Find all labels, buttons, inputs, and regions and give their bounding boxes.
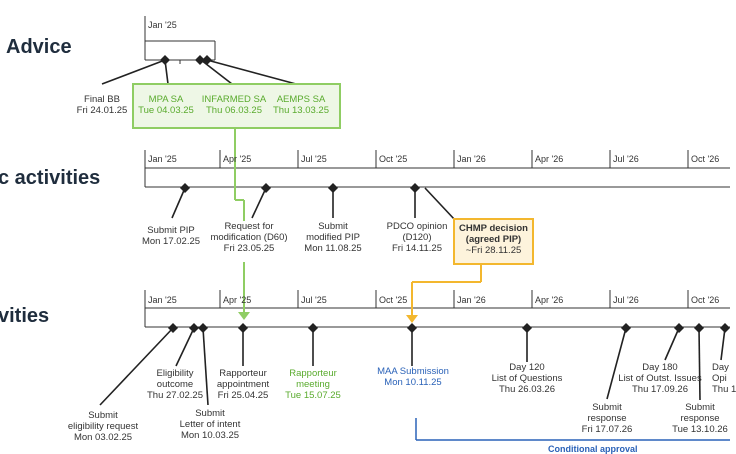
- mid-tick-7: Oct '26: [691, 154, 720, 164]
- bot-tick-7: Oct '26: [691, 295, 720, 305]
- advice-markers: [160, 55, 212, 65]
- mid-tick-3: Oct '25: [379, 154, 408, 164]
- label-chmp-decision: CHMP decision (agreed PIP) ~Fri 28.11.25: [459, 223, 528, 256]
- mid-timeline-axis: [144, 150, 730, 188]
- top-tick-jan-25: Jan '25: [148, 20, 177, 30]
- label-pdco-opinion: PDCO opinion(D120)Fri 14.11.25: [386, 221, 448, 254]
- chmp-decision-box: [453, 218, 534, 265]
- mid-tick-4: Jan '26: [457, 154, 486, 164]
- clinical-markers: [168, 323, 730, 333]
- mid-tick-2: Jul '25: [301, 154, 327, 164]
- bot-tick-3: Oct '25: [379, 295, 408, 305]
- bot-tick-4: Jan '26: [457, 295, 486, 305]
- section-advice: Advice: [6, 36, 72, 58]
- mid-tick-5: Apr '26: [535, 154, 564, 164]
- bot-tick-2: Jul '25: [301, 295, 327, 305]
- bot-tick-1: Apr '25: [223, 295, 252, 305]
- regulatory-markers: [180, 183, 420, 193]
- yellow-connector: [411, 265, 482, 315]
- mid-tick-6: Jul '26: [613, 154, 639, 164]
- bot-tick-6: Jul '26: [613, 295, 639, 305]
- label-conditional-approval: Conditional approval: [548, 444, 638, 454]
- conditional-approval-bracket: [415, 418, 730, 441]
- section-regulatory-activities: c activities: [0, 167, 101, 189]
- mid-tick-0: Jan '25: [148, 154, 177, 164]
- bot-tick-0: Jan '25: [148, 295, 177, 305]
- advice-scientific-advice-box: [132, 83, 341, 129]
- bot-tick-5: Apr '26: [535, 295, 564, 305]
- section-clinical-activities: vities: [0, 305, 50, 327]
- mid-tick-1: Apr '25: [223, 154, 252, 164]
